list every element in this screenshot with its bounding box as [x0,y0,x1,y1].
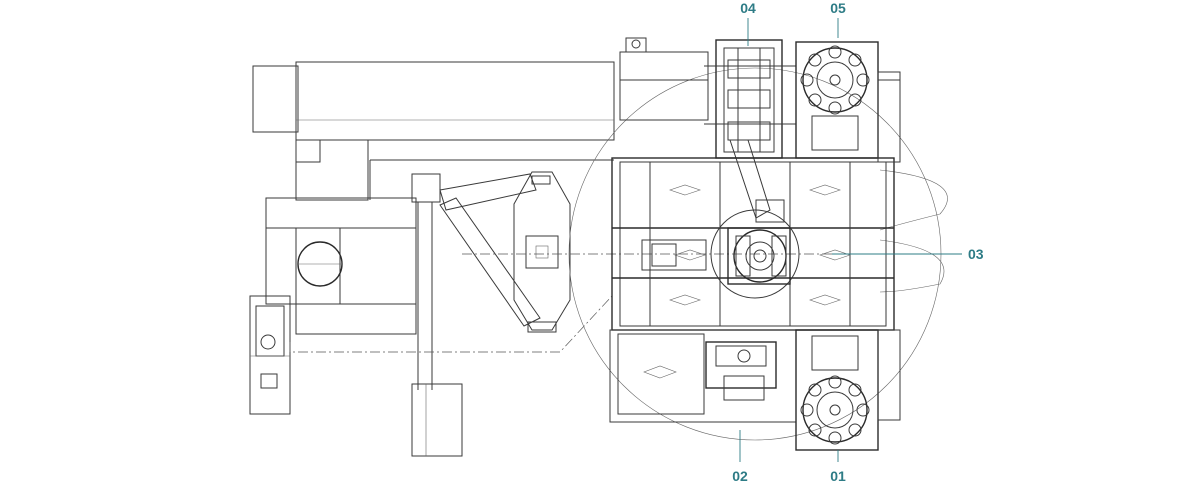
reach-lobe-lower [879,239,945,293]
robot-body [727,227,791,285]
central-robot [710,139,800,299]
articulated-arm [439,171,571,333]
station-05 [795,41,901,163]
feeder-motor [252,65,299,133]
label-05: 05 [830,0,846,16]
side-cabinet [249,295,291,415]
table-markers [669,184,851,306]
bay-frame [609,329,797,423]
robot-base [733,229,787,283]
lower-bay [609,329,797,423]
station-04-frame [715,39,783,159]
label-04: 04 [740,0,756,16]
control-cabinet-body [619,51,709,121]
station-01-turret [802,377,868,443]
feeder-hopper [295,61,615,141]
arm-head [513,171,571,331]
label-01: 01 [830,468,846,484]
robot-base-ring [710,209,800,299]
arm-diagonal [439,197,541,327]
feeder-block [295,139,369,201]
station-01 [795,329,901,451]
feeder-drum-housing [265,227,341,305]
arm-upper [439,173,537,211]
label-02: 02 [732,468,748,484]
station-05-turret [802,47,868,113]
feeder-unit [252,61,615,335]
transfer-column [411,173,463,457]
control-cabinet [619,37,709,121]
arm-gripper [525,235,559,269]
label-03: 03 [968,246,984,262]
station-04 [704,39,796,159]
station-05-frame [795,41,879,159]
table-fixture [641,239,707,271]
bay-machine [705,341,777,389]
column-base [411,383,463,457]
cabinet-body [249,295,291,415]
column-head [411,173,441,203]
feeder-rail [265,197,417,229]
reach-lobe-upper [879,169,948,231]
guard-dashline [289,295,613,353]
